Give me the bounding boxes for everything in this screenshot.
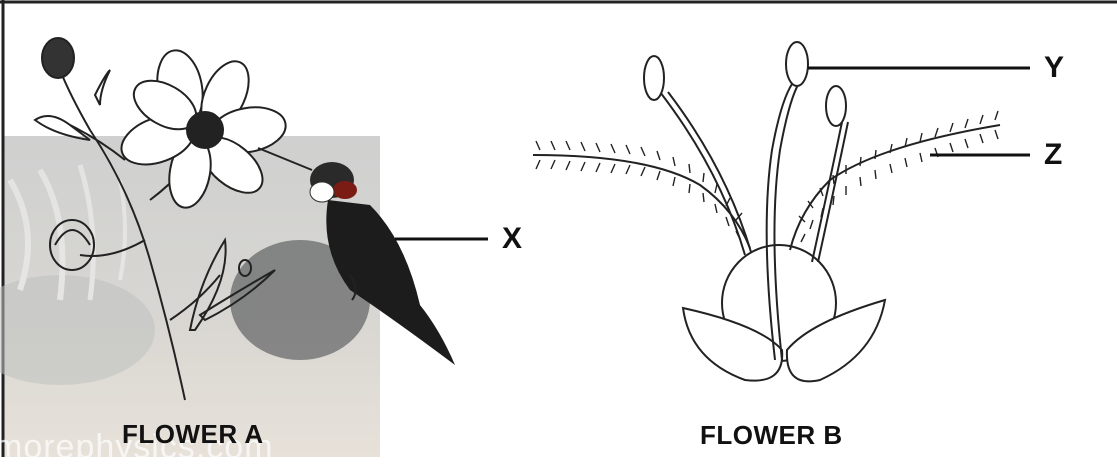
flower-a-bud-top [42, 38, 74, 78]
flower-b-anther-left [644, 56, 664, 100]
label-z: Z [1044, 138, 1062, 172]
flower-a-leaf [95, 70, 110, 105]
caption-flower-b: FLOWER B [700, 420, 843, 451]
label-y: Y [1044, 51, 1064, 85]
diagram-drawing [0, 0, 1117, 457]
flower-a-leaf [190, 240, 226, 330]
flower-a-leaf [35, 116, 90, 140]
caption-flower-a: FLOWER A [122, 419, 264, 450]
flower-a-bud-lower [50, 220, 94, 270]
flower-a-bloom [115, 47, 289, 211]
label-x: X [502, 222, 522, 256]
flower-b-drawing [644, 42, 885, 381]
diagram-frame: X Y Z morephysics.com FLOWER A FLOWER B [0, 0, 1117, 457]
flower-b-anther-y [786, 42, 808, 86]
flower-b-anther-right [826, 86, 846, 126]
